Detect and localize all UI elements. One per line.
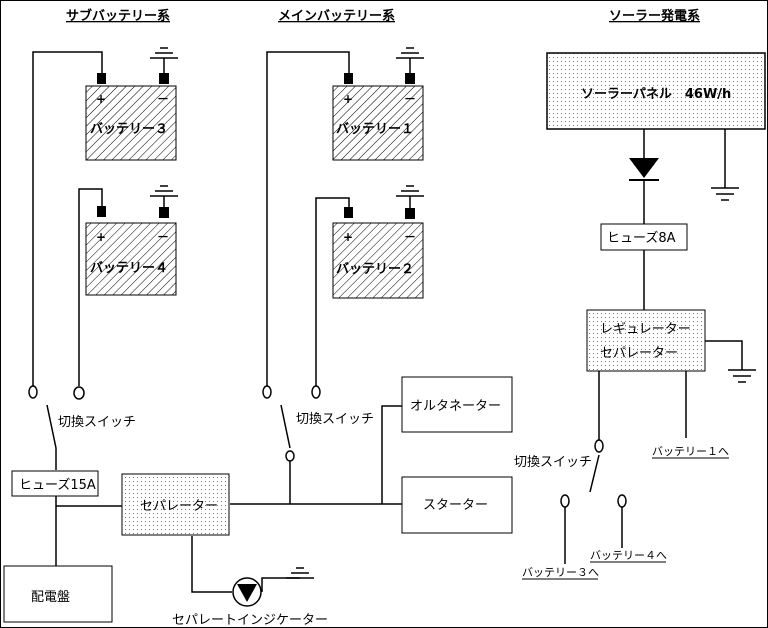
alternator-box <box>401 376 513 433</box>
alternator-label: オルタネーター <box>410 399 501 414</box>
destination-battery-1: バッテリー１へ <box>652 445 729 458</box>
regulator-label-line-1: レギュレーター <box>600 322 691 337</box>
separator-box <box>121 473 230 536</box>
ground-symbols <box>150 47 756 579</box>
terminal-plus <box>97 206 106 217</box>
terminal-minus <box>405 208 415 219</box>
destination-battery-3: バッテリー３へ <box>522 566 599 579</box>
destination-battery-4: バッテリー４へ <box>590 549 667 562</box>
main-switch-blade <box>280 404 291 449</box>
separator-label: セパレーター <box>140 499 218 514</box>
solar-switch-pivot <box>594 439 604 453</box>
distribution-panel-label: 配電盤 <box>31 590 70 605</box>
fuse-8a-label: ヒューズ8A <box>607 230 676 246</box>
fuse-8a-box <box>600 223 688 251</box>
wire-indicator-ground <box>261 577 300 592</box>
plus-label: + <box>343 230 353 244</box>
ground-icon <box>711 187 739 201</box>
starter-box <box>401 476 513 534</box>
wire-battery-3 <box>32 51 103 386</box>
sub-switch-blade <box>46 404 57 449</box>
solar-switch-contact-b3 <box>560 494 570 508</box>
main-switch-pivot <box>285 450 295 462</box>
ground-icon <box>396 47 424 74</box>
solar-switch-blade <box>589 454 600 493</box>
ground-icon <box>150 47 178 74</box>
wire-indicator <box>191 536 232 593</box>
wire-battery-2 <box>315 197 350 386</box>
wire-alternator <box>381 405 402 504</box>
battery-4-label: バッテリー４ <box>90 261 168 276</box>
main-switch-label: 切換スイッチ <box>296 412 374 427</box>
solar-switch-contact-b4 <box>617 494 627 508</box>
battery-3: + － バッテリー３ <box>85 73 177 161</box>
main-switch-contact-b <box>311 385 321 399</box>
terminal-plus <box>344 73 353 84</box>
ground-icon <box>728 369 756 383</box>
sub-switch-contact-b <box>73 386 85 400</box>
sub-switch-label: 切換スイッチ <box>58 415 136 430</box>
regulator-separator-box <box>586 309 706 372</box>
battery-1: + － バッテリー１ <box>332 73 424 161</box>
minus-label: － <box>157 230 169 244</box>
separate-indicator-label: セパレートインジケーター <box>172 613 328 628</box>
plus-label: + <box>96 230 106 244</box>
terminal-minus <box>159 73 169 84</box>
wires <box>32 51 743 593</box>
minus-label: － <box>404 92 416 106</box>
battery-1-label: バッテリー１ <box>336 122 414 137</box>
ground-icon <box>286 567 314 579</box>
fuse-15a-box <box>11 470 99 497</box>
wire-battery-1 <box>266 51 350 386</box>
wire-regulator-ground <box>705 340 743 370</box>
wire-battery-4 <box>78 188 103 386</box>
section-title-main-battery: メインバッテリー系 <box>278 8 395 24</box>
starter-label: スターター <box>423 498 488 513</box>
regulator-label-line-2: セパレーター <box>600 346 678 361</box>
section-title-solar: ソーラー発電系 <box>609 8 700 24</box>
terminal-minus <box>159 207 169 218</box>
battery-3-label: バッテリー３ <box>90 122 168 137</box>
main-switch-contact-a <box>262 385 272 399</box>
section-title-sub-battery: サブバッテリー系 <box>66 8 170 24</box>
battery-2-label: バッテリー２ <box>336 262 414 277</box>
plus-label: + <box>343 92 353 106</box>
terminal-minus <box>405 73 415 84</box>
solar-panel-label: ソーラーパネル 46W/h <box>581 87 731 102</box>
terminal-plus <box>344 207 353 218</box>
sub-switch-contact-a <box>28 385 38 399</box>
minus-label: － <box>404 230 416 244</box>
indicator-arrow-icon <box>237 584 257 602</box>
fuse-15a-label: ヒューズ15A <box>19 477 96 493</box>
solar-switch-label: 切換スイッチ <box>514 455 592 470</box>
separate-indicator <box>232 577 262 607</box>
minus-label: － <box>157 92 169 106</box>
battery-4: + － バッテリー４ <box>85 206 177 296</box>
plus-label: + <box>96 92 106 106</box>
terminal-plus <box>97 73 106 84</box>
diode-icon <box>629 158 659 181</box>
switch-contacts <box>28 385 627 508</box>
solar-panel-box <box>546 52 766 130</box>
battery-2: + － バッテリー２ <box>332 207 424 299</box>
distribution-panel-box <box>3 565 113 623</box>
